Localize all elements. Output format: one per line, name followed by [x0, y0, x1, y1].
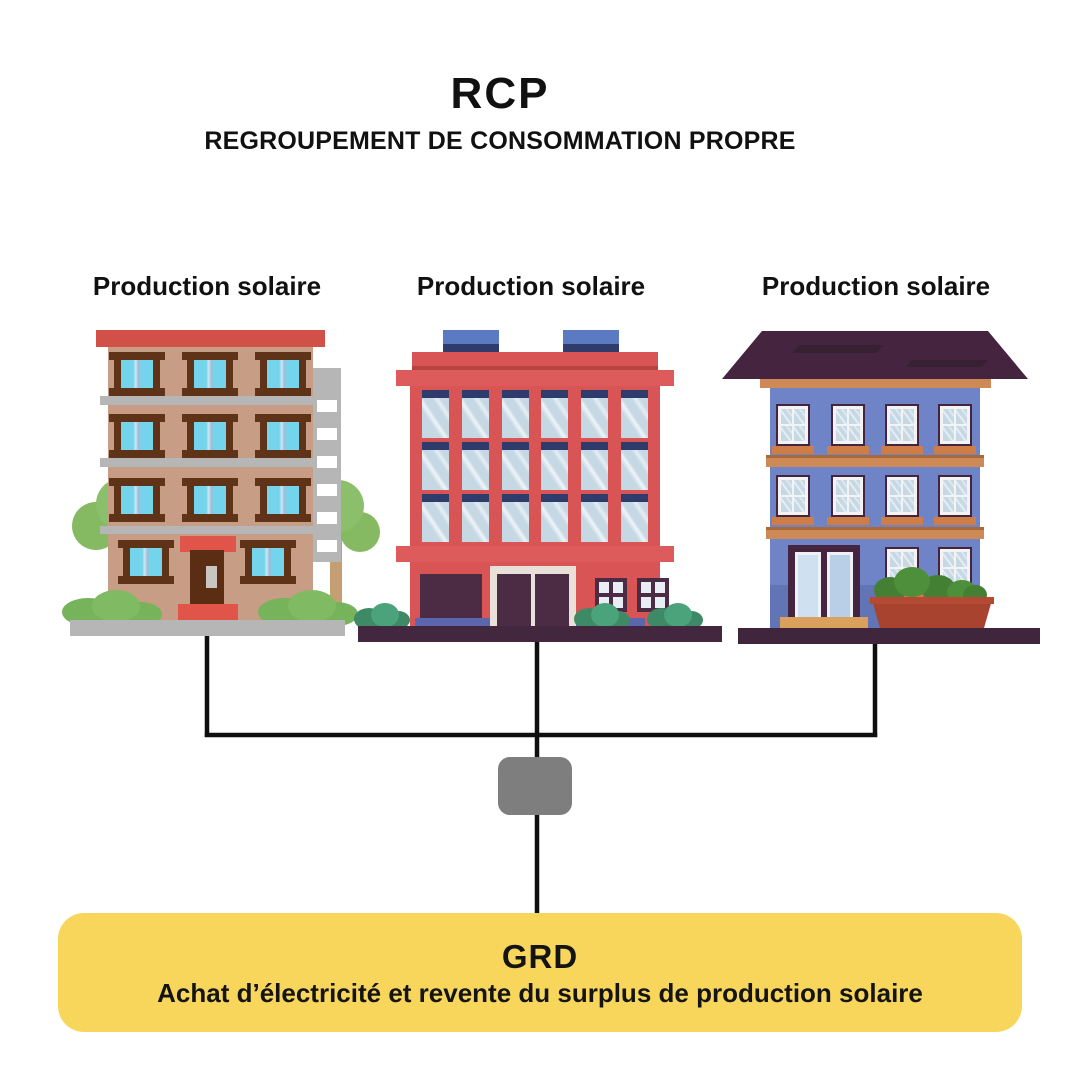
building2-lower-cornice	[396, 546, 674, 562]
building2-cornice	[396, 370, 674, 386]
building3-door	[780, 545, 868, 628]
building1-door	[178, 536, 238, 621]
page-header: RCP REGROUPEMENT DE CONSOMMATION PROPRE	[0, 72, 1000, 156]
building-label-2: Production solaire	[416, 271, 646, 301]
building1-base	[70, 620, 345, 636]
building3-roof-shade	[792, 345, 884, 353]
building3-eave	[760, 379, 991, 388]
building3-roof-shade	[906, 360, 988, 367]
building2-parapet	[412, 352, 658, 366]
building2-small-windows	[595, 578, 669, 612]
building2-garage-door	[420, 574, 482, 618]
building-label-1: Production solaire	[92, 271, 322, 301]
building2-wall	[410, 386, 660, 546]
building2-entrance	[490, 566, 576, 626]
building2-base	[358, 626, 722, 642]
building1-roof	[96, 330, 325, 347]
planter-icon	[870, 567, 994, 628]
office-building-icon	[354, 330, 722, 642]
building3-roof	[722, 331, 1028, 379]
page-subtitle: REGROUPEMENT DE CONSOMMATION PROPRE	[204, 127, 796, 155]
banner-title: GRD	[501, 937, 579, 975]
page-title: RCP	[450, 69, 550, 118]
apartment-building-icon	[62, 330, 380, 636]
building2-parapet-shadow	[412, 366, 658, 370]
fire-escape-icon	[313, 368, 341, 562]
junction-box-icon	[498, 757, 572, 815]
building2-chimneys	[443, 330, 619, 352]
townhouse-building-icon	[722, 331, 1040, 644]
grd-banner: GRD Achat d’électricité et revente du su…	[58, 913, 1022, 1032]
banner-subtitle: Achat d’électricité et revente du surplu…	[157, 977, 923, 1008]
building-label-3: Production solaire	[761, 271, 991, 301]
building3-floor-bands	[766, 455, 984, 539]
building3-base	[738, 628, 1040, 644]
connector-lines	[204, 628, 878, 918]
building1-floor-bands	[100, 396, 316, 534]
